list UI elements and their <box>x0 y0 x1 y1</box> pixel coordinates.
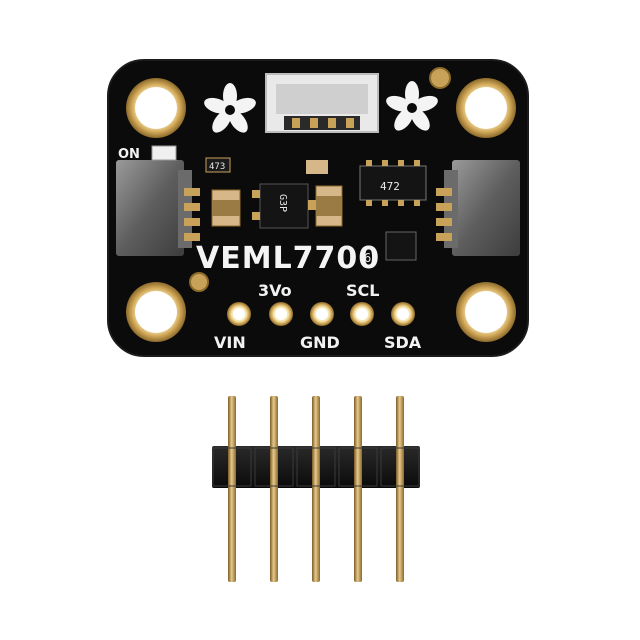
veml7700-sensor <box>265 73 379 133</box>
pin-label-scl: SCL <box>346 281 379 300</box>
test-pad <box>189 272 209 292</box>
pin-label-gnd: GND <box>300 333 340 352</box>
on-label: ON <box>118 147 140 162</box>
header-pin <box>270 396 278 582</box>
header-pin <box>354 396 362 582</box>
header-pin <box>396 396 404 582</box>
header-segment <box>254 447 294 487</box>
test-pad <box>429 67 451 89</box>
resistor-code: 472 <box>380 180 400 193</box>
breakout-board: ON 473 G3P 472 <box>107 59 529 357</box>
stemma-connector-left <box>116 160 200 256</box>
flower-logo-icon <box>204 83 256 133</box>
header-pin <box>228 396 236 582</box>
header-segment <box>338 447 378 487</box>
chip-marking: G3P <box>277 194 288 212</box>
stemma-connector-right <box>436 160 520 256</box>
mounting-hole-bottom-left <box>126 282 186 342</box>
header-segment <box>380 447 420 487</box>
small-part-code: 473 <box>209 162 225 172</box>
mounting-hole-bottom-right <box>456 282 516 342</box>
logic-chip: 472 <box>359 160 427 206</box>
regulator-chip: G3P <box>252 183 316 229</box>
chip-name-label: VEML7700 <box>196 241 380 276</box>
header-segment <box>212 447 252 487</box>
header-pin <box>312 396 320 582</box>
pin-label-vin: VIN <box>214 333 246 352</box>
pin-header <box>212 396 420 582</box>
mounting-hole-top-right <box>456 78 516 138</box>
pin-label-3vo: 3Vo <box>258 281 292 300</box>
header-segment <box>296 447 336 487</box>
chip-name-suffix: 6 <box>364 251 371 265</box>
pin-pads <box>227 302 415 326</box>
flower-logo-icon <box>386 81 438 131</box>
power-led <box>151 145 177 161</box>
pin-label-sda: SDA <box>384 333 422 352</box>
mounting-hole-top-left <box>126 78 186 138</box>
